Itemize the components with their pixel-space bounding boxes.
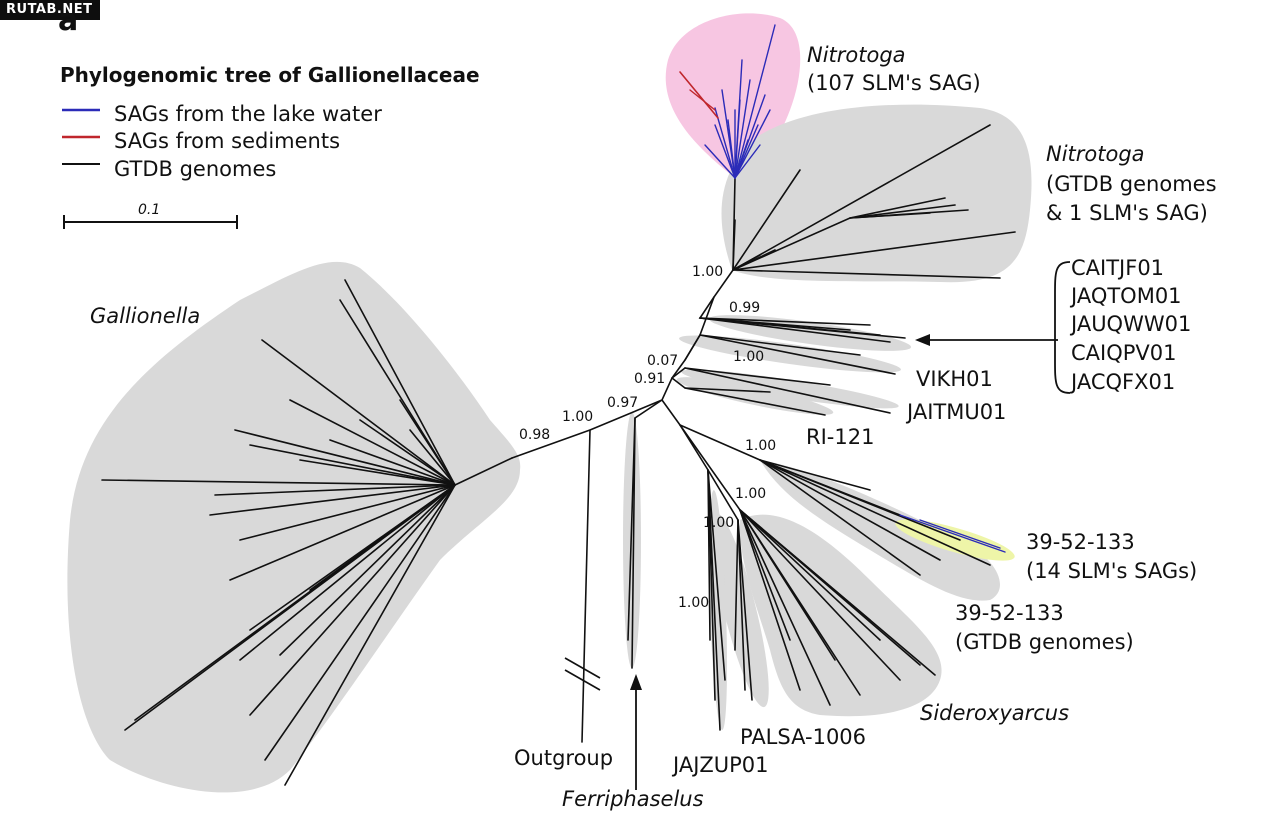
label-clade-group-item: CAITJF01 <box>1071 256 1164 280</box>
support-value: 0.91 <box>634 371 665 387</box>
support-value: 1.00 <box>733 349 764 365</box>
nitrotoga-gtdb-clade-shape <box>721 104 1032 283</box>
legend-label-gtdb: GTDB genomes <box>114 157 276 181</box>
legend: Phylogenomic tree of Gallionellaceae SAG… <box>60 63 480 229</box>
palsa-clade-shape <box>711 512 769 708</box>
label-clade-group-item: CAIQPV01 <box>1071 341 1177 365</box>
legend-title: Phylogenomic tree of Gallionellaceae <box>60 63 480 87</box>
gallionella-clade-shape <box>67 261 521 793</box>
label-nitrotoga-sag: Nitrotoga <box>807 43 906 67</box>
outgroup-break-mark <box>564 657 601 691</box>
support-value: 1.00 <box>703 515 734 531</box>
label-outgroup: Outgroup <box>514 746 613 770</box>
label-clade-group-item: JAQTOM01 <box>1069 284 1182 308</box>
sideroxyarcus-clade-shape <box>739 514 942 717</box>
label-clade-group-item: JAUQWW01 <box>1069 312 1191 336</box>
vikh-clade-shape <box>679 335 901 373</box>
clade-labels: Nitrotoga (107 SLM's SAG) Nitrotoga (GTD… <box>90 43 1217 811</box>
watermark-badge: RUTAB.NET <box>0 0 101 20</box>
scale-bar-label: 0.1 <box>138 202 160 218</box>
label-ferriphaselus: Ferriphaselus <box>562 787 704 811</box>
label-gallionella: Gallionella <box>90 304 200 328</box>
label-clade-group-item: JACQFX01 <box>1069 370 1175 394</box>
label-nitrotoga-gtdb: Nitrotoga <box>1046 142 1145 166</box>
label-group39-gtdb: 39-52-133 <box>955 601 1064 625</box>
label-group39-gtdb-detail: (GTDB genomes) <box>955 630 1134 654</box>
support-value: 0.99 <box>729 300 760 316</box>
clade-group-bracket <box>1054 261 1071 394</box>
support-value: 1.00 <box>692 264 723 280</box>
legend-label-lake: SAGs from the lake water <box>114 102 382 126</box>
legend-label-sediments: SAGs from sediments <box>114 129 340 153</box>
support-value: 1.00 <box>678 595 709 611</box>
label-jaitmu01: JAITMU01 <box>905 400 1006 424</box>
support-values: 1.00 0.99 1.00 0.07 0.91 0.97 1.00 0.98 … <box>519 264 776 611</box>
label-ri121: RI-121 <box>806 425 874 449</box>
label-sideroxyarcus: Sideroxyarcus <box>920 701 1069 725</box>
tree-branches <box>101 24 1016 786</box>
label-jajzup01: JAJZUP01 <box>671 753 769 777</box>
support-value: 1.00 <box>735 486 766 502</box>
ri121-clade-shape <box>676 377 834 415</box>
panel-letter: a <box>58 3 78 38</box>
support-value: 0.07 <box>647 353 678 369</box>
label-nitrotoga-sag-detail: (107 SLM's SAG) <box>807 71 981 95</box>
label-nitrotoga-gtdb-detail: & 1 SLM's SAG) <box>1046 201 1208 225</box>
group39-gtdb-clade-shape <box>760 460 1000 601</box>
ferriphaselus-clade-shape <box>623 412 641 668</box>
support-value: 1.00 <box>745 438 776 454</box>
support-value: 0.97 <box>607 395 638 411</box>
scale-bar: 0.1 <box>63 202 238 229</box>
label-vikh01: VIKH01 <box>916 367 993 391</box>
label-group39-sag: 39-52-133 <box>1026 530 1135 554</box>
label-palsa1006: PALSA-1006 <box>740 725 866 749</box>
group39-sag-clade-shape <box>895 519 1015 561</box>
support-value: 0.98 <box>519 427 550 443</box>
label-nitrotoga-gtdb-detail: (GTDB genomes <box>1046 172 1217 196</box>
label-group39-sag-detail: (14 SLM's SAGs) <box>1026 559 1197 583</box>
support-value: 1.00 <box>562 409 593 425</box>
arrow-to-ferriphaselus <box>630 674 642 790</box>
arrow-to-clade-group <box>915 334 1058 346</box>
